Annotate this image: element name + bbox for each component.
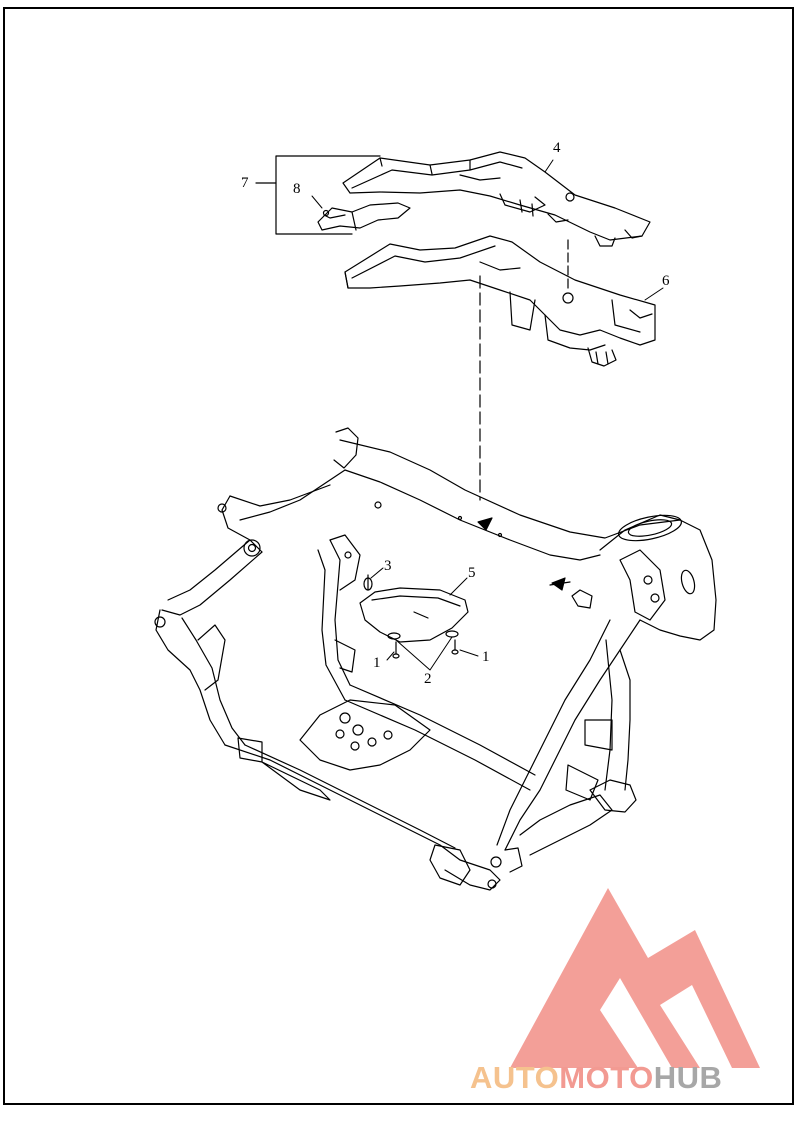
callout-2: 2 [424,671,432,687]
lower-tray-part-6 [344,235,656,367]
callout-5: 5 [468,565,476,581]
callout-3: 3 [384,558,392,574]
watermark-auto: AUTO [470,1060,560,1095]
leader-lines [311,159,664,671]
kit-bracket-7 [275,155,381,235]
diagram-frame [3,7,794,1105]
upper-cover-part-4 [342,151,651,247]
callout-4: 4 [553,140,561,156]
callout-6: 6 [662,273,670,289]
watermark-logo-mark [510,888,760,1068]
callout-7: 7 [241,175,249,191]
callout-1-left: 1 [373,655,381,671]
watermark-text: AUTOMOTOHUB [470,1062,722,1093]
callout-8: 8 [293,181,301,197]
callout-1-right: 1 [482,649,490,665]
screw-part-1 [392,639,459,659]
bolt-part-3 [363,574,373,591]
watermark-moto: MOTO [559,1060,654,1095]
watermark-hub: HUB [653,1060,723,1095]
motorcycle-frame [154,427,717,891]
bracket-part-8 [317,202,411,231]
washer-part-2 [387,630,459,640]
side-panel-part-5 [359,587,469,643]
